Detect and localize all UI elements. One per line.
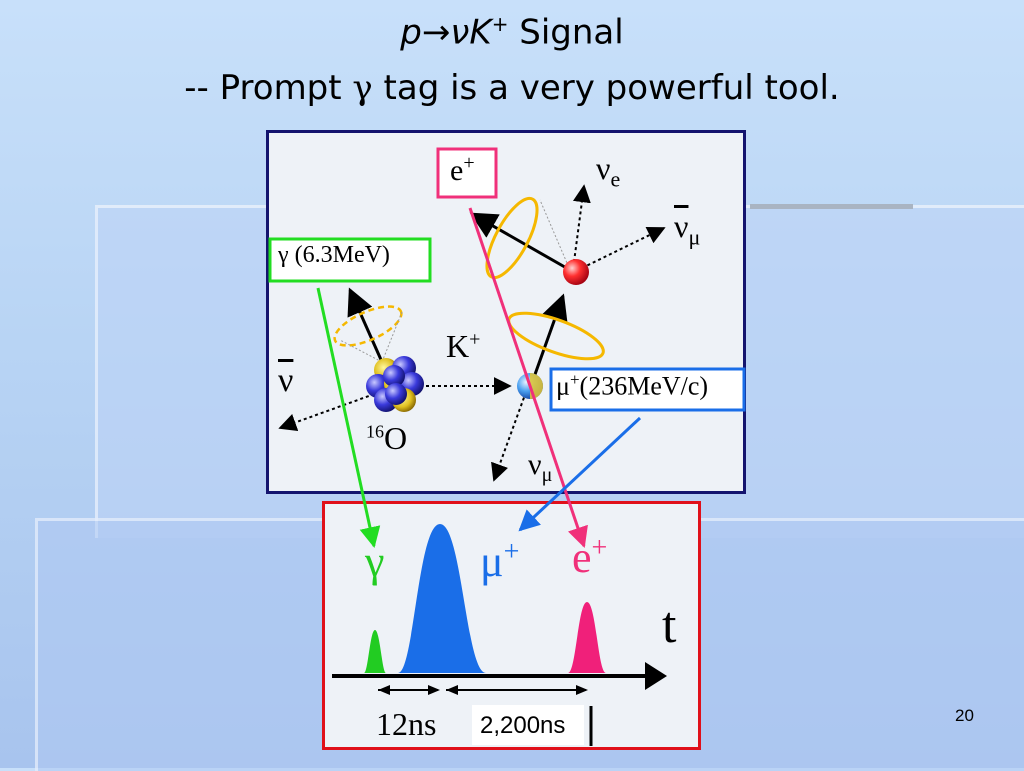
- muon-charge: +: [569, 370, 580, 389]
- slide-title: p→νK+ Signal: [0, 12, 1024, 52]
- timing-positron-label: e+: [572, 532, 607, 583]
- nubar-mu-symbol: ν: [674, 208, 689, 244]
- muon-momentum-box: [549, 367, 746, 412]
- gamma-energy: (6.3MeV): [288, 242, 390, 268]
- title-arrow: →: [421, 12, 451, 53]
- oxygen-mass-number: 16: [366, 421, 384, 442]
- nu-mu-symbol: ν: [528, 448, 542, 481]
- interval-2200ns-label: 2,200ns: [480, 712, 566, 739]
- title-kaon-charge: +: [491, 12, 509, 36]
- muon-decay-particle-icon: [563, 259, 589, 285]
- anti-muon-neutrino-arrow: [581, 227, 666, 269]
- subtitle-rest: tag is a very powerful tool.: [372, 68, 840, 108]
- muon-cherenkov-cone: [507, 311, 605, 361]
- background-accent-line: [750, 204, 913, 209]
- slide-subtitle: -- Prompt γ tag is a very powerful tool.: [0, 68, 1024, 108]
- time-axis-arrowhead: [645, 662, 667, 690]
- subtitle-dash: -- Prompt: [184, 68, 353, 108]
- electron-neutrino-arrow: [572, 184, 591, 263]
- title-kaon: K: [469, 12, 492, 53]
- nubar-mu-subscript: μ: [688, 224, 701, 250]
- muon-neutrino-label: νμ: [528, 448, 552, 487]
- muon-peak: [398, 524, 486, 673]
- muon-path-arrow: [531, 293, 568, 381]
- muon-momentum-label: μ+(236MeV/c): [556, 370, 708, 402]
- nuclear-gamma-cone: [333, 305, 403, 347]
- positron-box: [436, 147, 498, 199]
- positron-symbol: e: [450, 154, 464, 187]
- timing-muon-charge: +: [503, 536, 520, 568]
- kaon-charge: +: [469, 328, 481, 351]
- gamma-symbol: γ: [278, 242, 289, 268]
- positron-cherenkov-cone: [485, 196, 539, 280]
- muon-momentum: (236MeV/c): [579, 371, 709, 401]
- antineutrino-label: ν: [278, 362, 294, 399]
- nuclear-gamma-arrow: [347, 287, 384, 363]
- timing-gamma-label: γ: [365, 537, 385, 586]
- positron-path-arrow: [469, 212, 571, 272]
- timing-muon-symbol: μ: [480, 537, 504, 586]
- gamma-energy-box: [268, 237, 432, 283]
- timing-muon-label: μ+: [480, 536, 519, 587]
- nu-mu-subscript: μ: [541, 464, 553, 486]
- cone-guide-line: [539, 199, 571, 271]
- timing-positron-symbol: e: [572, 533, 592, 582]
- time-axis-label: t: [662, 597, 677, 654]
- electron-neutrino-label: νe: [596, 150, 620, 192]
- oxygen-nucleus-icon: [366, 356, 424, 412]
- antineutrino-arrow: [278, 391, 381, 431]
- oxygen-symbol: O: [384, 420, 408, 456]
- title-signal: Signal: [508, 12, 624, 53]
- positron-label: e+: [450, 152, 475, 188]
- gamma-energy-label: γ (6.3MeV): [278, 242, 390, 269]
- interval-2200ns-box: [472, 705, 584, 745]
- muon-neutrino-arrow: [491, 391, 527, 482]
- gamma-peak: [364, 630, 386, 673]
- cone-guide-line: [381, 311, 403, 363]
- nu-e-symbol: ν: [596, 150, 611, 186]
- muon-connector-arrow: [518, 416, 642, 532]
- nu-e-subscript: e: [610, 166, 621, 192]
- interval-12ns-label: 12ns: [376, 706, 437, 742]
- oxygen-label: 16O: [366, 420, 407, 457]
- page-number: 20: [955, 706, 974, 725]
- gamma-connector-arrow: [316, 287, 381, 549]
- muon-symbol: μ: [556, 371, 570, 401]
- title-nu: ν: [450, 12, 470, 53]
- kaon-label: K+: [446, 328, 480, 365]
- subtitle-gamma: γ: [352, 68, 373, 108]
- kaon-symbol: K: [446, 328, 470, 364]
- timing-diagram-panel: [322, 501, 701, 750]
- anti-muon-neutrino-label: νμ: [674, 208, 700, 250]
- positron-peak: [568, 602, 606, 673]
- positron-charge: +: [463, 152, 475, 174]
- timing-positron-charge: +: [591, 532, 608, 564]
- title-proton: p: [400, 12, 422, 53]
